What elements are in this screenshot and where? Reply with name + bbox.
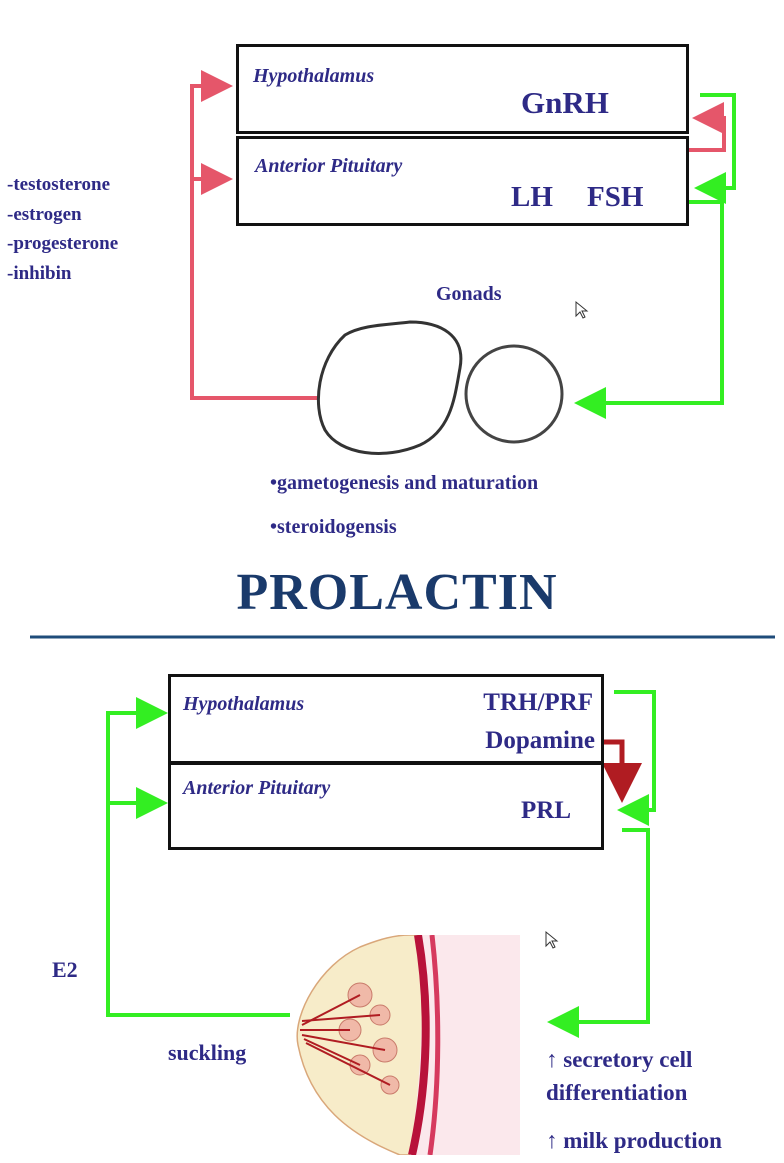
prl-pituitary-label: Anterior Pituitary [183,777,330,800]
section-title: PROLACTIN [0,563,784,622]
prl-effect-1: ↑ secretory cell differentiation [546,1043,746,1109]
suckling-label: suckling [168,1040,246,1066]
dopamine-arrow [604,742,622,788]
short-loop-feedback [689,118,724,150]
effect-item: •steroidogensis [270,516,538,539]
prl-hypothalamus-label: Hypothalamus [183,693,304,716]
breast-illustration [290,935,520,1155]
gonads-label: Gonads [436,283,502,306]
feedback-item: -estrogen [7,200,118,230]
lh-fsh-arrow [582,202,722,403]
prl-pituitary-box: Anterior Pituitary PRL [168,762,604,850]
gnrh-arrow [700,95,734,188]
feedback-list: -testosterone -estrogen -progesterone -i… [7,170,118,288]
feedback-item: -progesterone [7,229,118,259]
prl-hypothalamus-box: Hypothalamus TRH/PRF Dopamine [168,674,604,764]
feedback-item: -inhibin [7,259,118,289]
effect-item: •gametogenesis and maturation [270,472,538,516]
prl-effect-2: ↑ milk production [546,1128,722,1154]
cursor-icon [576,302,587,318]
fsh-label: FSH [587,181,643,214]
ovary-shape [466,346,562,442]
hypothalamus-label: Hypothalamus [253,65,374,88]
dopamine-label: Dopamine [485,727,595,755]
lh-label: LH [511,181,553,214]
prl-label: PRL [521,797,571,825]
cursor-icon [546,932,557,948]
testis-shape [318,322,460,453]
e2-label: E2 [52,957,78,983]
pituitary-label: Anterior Pituitary [255,155,402,178]
feedback-item: -testosterone [7,170,118,200]
trh-prf-label: TRH/PRF [483,689,593,717]
hypothalamus-box: Hypothalamus GnRH [236,44,689,134]
prl-arrow [555,830,648,1022]
gnrh-label: GnRH [521,85,609,121]
gonad-effects: •gametogenesis and maturation •steroidog… [270,472,538,539]
pituitary-box: Anterior Pituitary LH FSH [236,136,689,226]
